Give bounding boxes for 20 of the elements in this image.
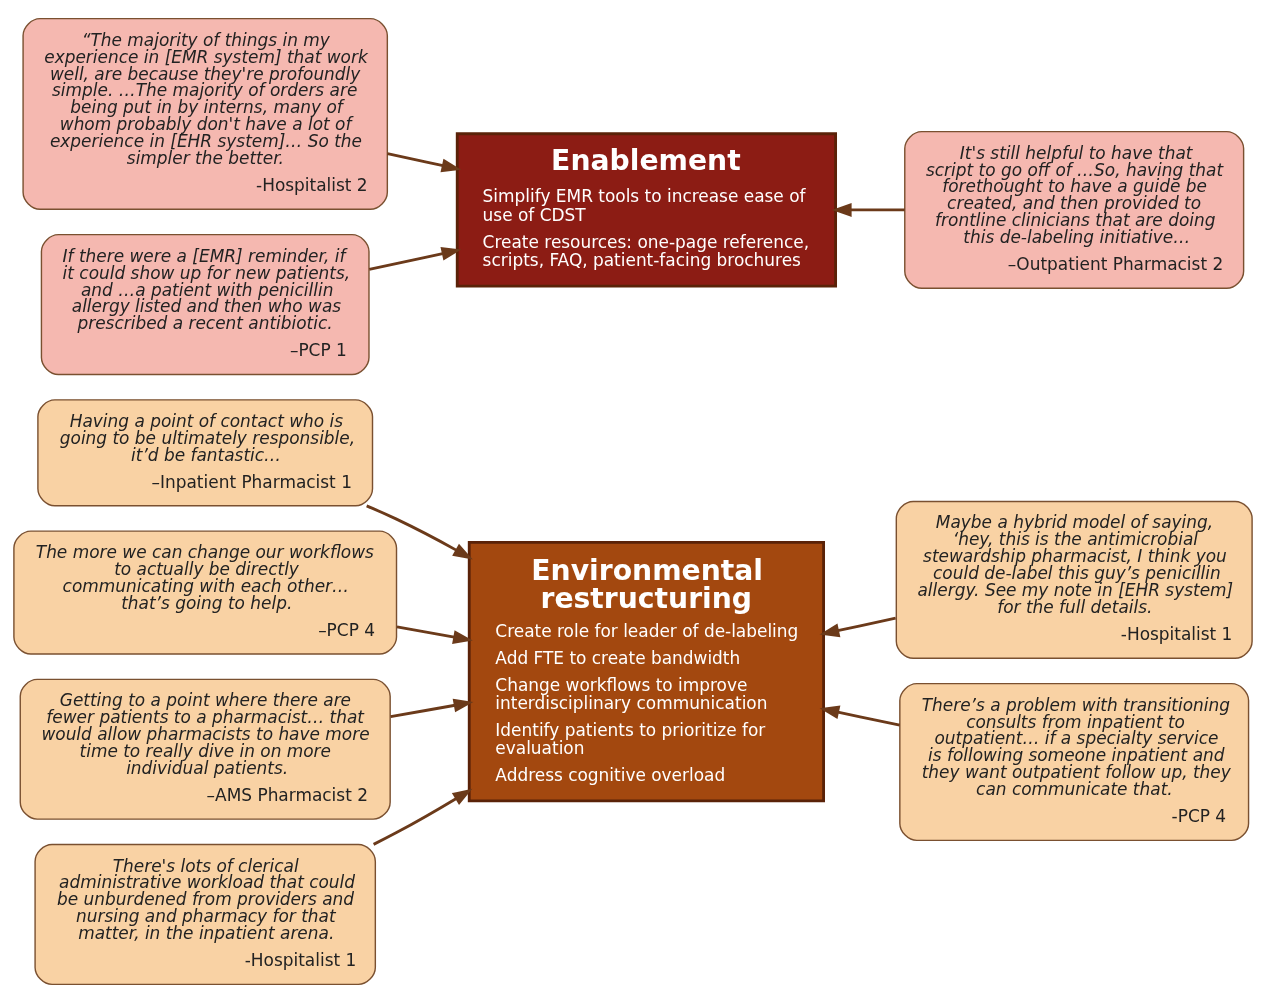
arrow [372, 788, 473, 846]
node-box: Getting to a point where there are fewer patients to a pharmacist… that would allow pharmacists to have more time to really dive in on more individual patients. –AMS Pharmacist 2 [19, 678, 391, 820]
arrow [368, 246, 462, 271]
arrow [387, 151, 462, 172]
arrow [390, 698, 474, 718]
arrow [396, 625, 473, 644]
node-box: There's lots of clerical administrative workload that could be unburdened from providers and nursing and pharmacy for that matter, in the inpatient arena. -Hospitalist 1 [34, 843, 377, 985]
node-box: “The majority of things in my experience in [EMR system] that work well, are because they're profoundly simple. …The majority of orders are being put in by interns, many of whom probably don't have a lot of experience in [EHR system]… So the simpler the better. -Hospitalist 2 [22, 17, 389, 210]
node-box: If there were a [EMR] reminder, if it could show up for new patients, and …a patient with penicillin allergy listed and then who was prescribed a recent antibiotic. –PCP 1 [40, 233, 370, 375]
node-box: The more we can change our workflows to actually be directly communicating with each other… that’s going to help. –PCP 4 [13, 529, 398, 655]
arrow [366, 504, 473, 559]
node-box: Environmental restructuring Create role for leader of de-labeling Add FTE to create bandwidth Change workflows to improve interdisciplinary communication Identify patients to prioritize for evaluation Address cognitive overload [467, 540, 825, 802]
arrow [819, 616, 896, 637]
node-box: There’s a problem with transitioning consults from inpatient to outpatient… if a specialty service is following someone inpatient and they want outpatient follow up, they can communicate that. -PCP 4 [899, 682, 1250, 841]
node-box: Maybe a hybrid model of saying, ‘hey, this is the antimicrobial stewardship pharmacist, I think you could de-label this guy’s penicillin allergy. See my note in [EHR system] for the full details. -Hospitalist 1 [895, 500, 1253, 659]
arrow [819, 705, 901, 727]
node-box: Enablement Simplify EMR tools to increase ease of use of CDST Create resources: one-page reference, scripts, FAQ, patient-facing brochures [455, 131, 837, 288]
node-box: It's still helpful to have that script to go off of …So, having that forethought to have a guide be created, and then provided to frontline clinicians that are doing this de-labeling initiative… –Outpatient Pharmacist 2 [904, 130, 1245, 289]
node-box: Having a point of contact who is going to be ultimately responsible, it’d be fantastic… –Inpatient Pharmacist 1 [37, 398, 374, 506]
arrow [831, 202, 905, 217]
